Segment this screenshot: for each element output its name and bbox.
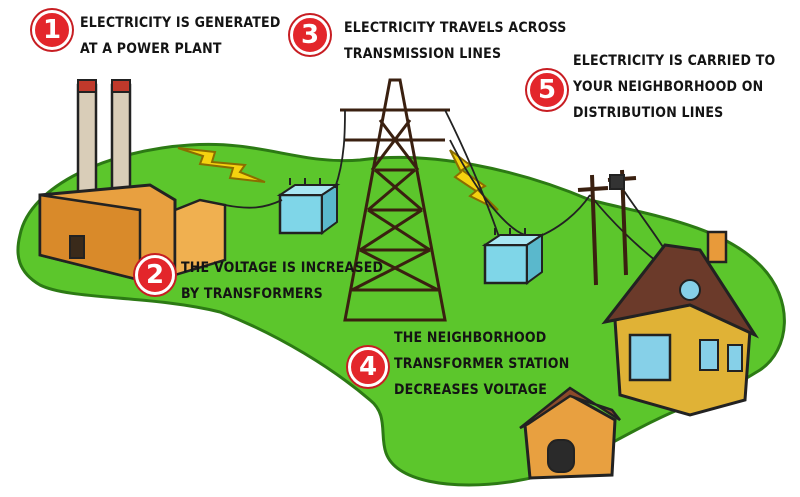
transformer-icon	[276, 178, 341, 235]
step-label: ELECTRICITY TRAVELS ACROSS TRANSMISSION …	[344, 20, 567, 62]
step-label: ELECTRICITY IS CARRIED TO YOUR NEIGHBORH…	[573, 53, 776, 121]
step-label: THE NEIGHBORHOOD TRANSFORMER STATION DEC…	[394, 330, 570, 398]
step-label: THE VOLTAGE IS INCREASED BY TRANSFORMERS	[181, 260, 384, 302]
step-1: 1 ELECTRICITY IS GENERATED AT A POWER PL…	[32, 10, 281, 62]
step-2: 2 THE VOLTAGE IS INCREASED BY TRANSFORME…	[135, 255, 383, 307]
step-badge: 3	[290, 15, 330, 55]
step-3: 3 ELECTRICITY TRAVELS ACROSS TRANSMISSIO…	[290, 15, 567, 67]
step-badge: 4	[348, 347, 388, 387]
step-4: 4 THE NEIGHBORHOOD TRANSFORMER STATION D…	[348, 325, 569, 403]
step-label: ELECTRICITY IS GENERATED AT A POWER PLAN…	[80, 15, 281, 57]
step-badge: 5	[527, 70, 567, 110]
utility-pole-icon	[577, 169, 637, 286]
transmission-tower-icon	[340, 78, 450, 322]
step-badge: 2	[135, 255, 175, 295]
step-5: 5 ELECTRICITY IS CARRIED TO YOUR NEIGHBO…	[527, 48, 775, 126]
house-icon	[601, 230, 760, 417]
lightning-bolt-icon	[177, 147, 499, 211]
transformer-icon	[481, 228, 546, 285]
doghouse-icon	[519, 386, 621, 480]
step-badge: 1	[32, 10, 72, 50]
power-plant-icon	[38, 79, 227, 282]
